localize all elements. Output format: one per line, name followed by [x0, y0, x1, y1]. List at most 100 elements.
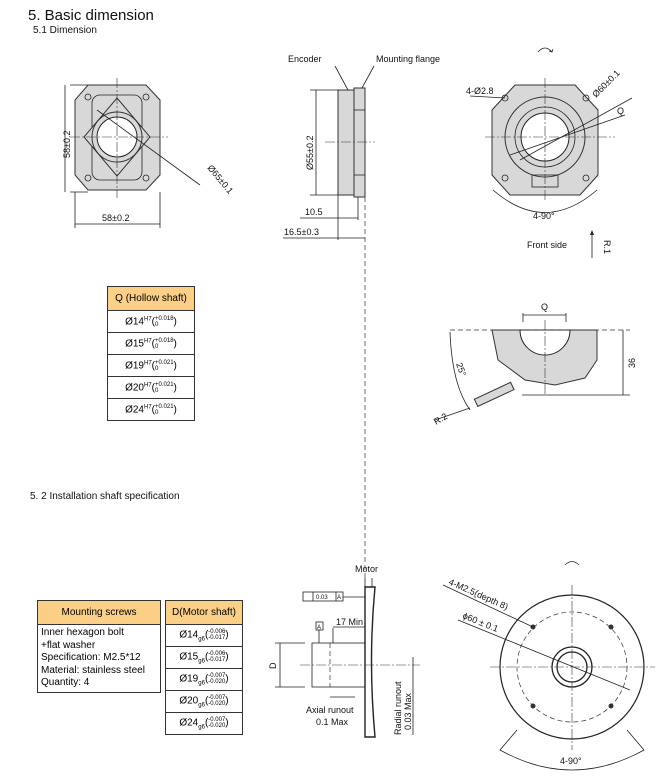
- holes-dim: 4-M2.5(depth 8): [447, 577, 510, 612]
- diameter-dim: Ø60±0.1: [590, 68, 621, 99]
- upper-deviation: -0.007: [208, 672, 226, 679]
- front-side-label: Front side: [527, 240, 567, 250]
- fit-class: H7: [144, 359, 152, 366]
- d-label: D: [268, 662, 278, 669]
- lower-deviation: 0: [155, 365, 159, 372]
- angle-dim: 4-90°: [533, 211, 555, 221]
- motor-label: Motor: [355, 564, 378, 574]
- tolerance-value: 0.03: [316, 595, 328, 601]
- spec-line: +flat washer: [41, 639, 96, 651]
- encoder-label: Encoder: [288, 54, 322, 64]
- width-dim: 58±0.2: [102, 213, 129, 223]
- fit-class: g6: [198, 636, 205, 643]
- lower-deviation: -0.020: [208, 722, 226, 729]
- encoder-cable-view: Q 36 25° R.2: [432, 302, 637, 427]
- r1-label: R.1: [602, 240, 612, 254]
- lower-deviation: 0: [155, 409, 159, 416]
- motor-shaft-drawing: D Motor 0.03 A A 17 Min Axial runout 0.1…: [268, 564, 420, 738]
- r2-label: R.2: [432, 411, 449, 427]
- table-cell: Ø19g6(-0.007-0.020): [165, 668, 243, 691]
- spec-line: Material: stainless steel: [41, 664, 145, 676]
- motor-flange-view: 4-M2.5(depth 8) ϕ60 ± 0.1 4-90°: [442, 561, 655, 771]
- height-dim: 58±0.2: [62, 131, 72, 158]
- diameter: Ø20: [179, 695, 199, 707]
- upper-deviation: +0.021: [155, 381, 174, 388]
- motor-shaft-table: D(Motor shaft) Ø14g6(-0.006-0.017)Ø15g6(…: [165, 600, 243, 735]
- table-row: Ø19g6(-0.007-0.020): [165, 668, 243, 691]
- table-row: Ø14g6(-0.006-0.017): [165, 624, 243, 647]
- lower-deviation: -0.020: [208, 700, 226, 707]
- diameter: Ø15: [179, 651, 199, 663]
- spec-line: Inner hexagon bolt: [41, 627, 124, 638]
- fit-class: g6: [198, 680, 205, 687]
- angle-dim: 4-90°: [560, 756, 582, 766]
- upper-deviation: -0.006: [208, 628, 226, 635]
- diameter: Ø19: [179, 673, 199, 685]
- holes-dim: 4-Ø2.8: [466, 86, 494, 96]
- encoder-front-view: 58±0.2 58±0.2 Ø65±0.1: [62, 78, 235, 228]
- lower-deviation: -0.020: [208, 678, 226, 685]
- upper-deviation: -0.007: [208, 694, 226, 701]
- encoder-rear-view: 4-Ø2.8 Ø60±0.1 Q 4-90° Front side R.1: [466, 47, 633, 258]
- fit-class: H7: [144, 381, 152, 388]
- subsection-dimension: 5.1 Dimension: [33, 25, 97, 36]
- diameter: Ø24: [179, 717, 199, 729]
- radial-runout-label: Radial runout: [393, 681, 403, 735]
- table-header: D(Motor shaft): [165, 600, 243, 625]
- radial-runout-value: 0.03 Max: [403, 692, 413, 730]
- table-row: Ø24g6(-0.007-0.020): [165, 712, 243, 735]
- spec-line: Quantity: 4: [41, 677, 90, 688]
- fit-class: H7: [144, 403, 152, 410]
- table-row: Ø15g6(-0.006-0.017): [165, 646, 243, 669]
- length-dim-1: 10.5: [305, 207, 323, 217]
- subsection-installation: 5. 2 Installation shaft specification: [30, 491, 180, 502]
- axial-runout-value: 0.1 Max: [316, 717, 349, 727]
- upper-deviation: +0.018: [155, 337, 174, 344]
- table-cell: Ø20g6(-0.007-0.020): [165, 690, 243, 713]
- upper-deviation: +0.018: [155, 315, 174, 322]
- diameter: Ø14: [125, 316, 144, 328]
- encoder-side-view: Ø55±0.2 10.5 16.5±0.3 Encoder Mounting f…: [283, 54, 440, 580]
- axial-runout-label: Axial runout: [306, 705, 354, 715]
- spec-line: Specification: M2.5*12: [41, 652, 141, 663]
- lower-deviation: -0.017: [208, 634, 226, 641]
- flange-label: Mounting flange: [376, 54, 440, 64]
- upper-deviation: -0.006: [208, 650, 226, 657]
- height-dim: 36: [627, 358, 637, 368]
- table-header: Mounting screws: [37, 600, 161, 625]
- lower-deviation: 0: [155, 321, 159, 328]
- datum-label: A: [317, 625, 321, 631]
- angle-dim: 25°: [454, 361, 468, 378]
- q-dim: Q: [617, 106, 624, 116]
- lower-deviation: -0.017: [208, 656, 226, 663]
- min-length: 17 Min: [336, 617, 363, 627]
- diameter: Ø20: [125, 382, 144, 394]
- lower-deviation: 0: [155, 387, 159, 394]
- diameter: Ø19: [125, 360, 144, 372]
- q-dim: Q: [541, 302, 548, 312]
- diameter-dim: Ø65±0.1: [205, 163, 235, 196]
- table-row: Ø20g6(-0.007-0.020): [165, 690, 243, 713]
- table-cell: Ø24g6(-0.007-0.020): [165, 712, 243, 735]
- table-cell: Ø15g6(-0.006-0.017): [165, 646, 243, 669]
- fit-class: H7: [144, 315, 152, 322]
- section-title: 5. Basic dimension: [28, 7, 154, 24]
- table-header: Q (Hollow shaft): [107, 286, 195, 311]
- tolerance-datum: A: [337, 595, 341, 601]
- diameter: Ø24: [125, 404, 144, 416]
- table-cell: Ø14g6(-0.006-0.017): [165, 624, 243, 647]
